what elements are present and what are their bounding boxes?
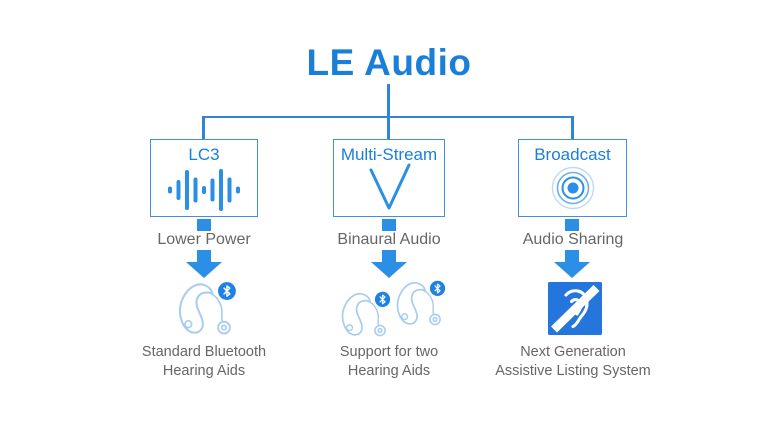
lc3-down-arrow-icon [186, 250, 222, 278]
lc3-caption: Standard Bluetooth Hearing Aids [84, 343, 324, 381]
broadcast-connector-stub [565, 219, 579, 231]
lc3-connector-stub [197, 219, 211, 231]
multistream-caption: Support for two Hearing Aids [269, 343, 509, 381]
broadcast-caption-line2: Assistive Listing System [495, 363, 651, 379]
two-hearing-aids-bluetooth-icon [341, 291, 391, 337]
broadcast-waves-icon [551, 166, 595, 210]
lc3-caption-line2: Hearing Aids [162, 363, 246, 379]
broadcast-caption-line1: Next Generation [520, 344, 626, 360]
two-hearing-aids-bluetooth-icon [396, 280, 446, 326]
title-stem-line [387, 84, 390, 118]
multi-stream-v-icon [369, 163, 411, 210]
broadcast-caption: Next Generation Assistive Listing System [453, 343, 693, 381]
multistream-box: Multi-Stream [333, 139, 445, 217]
diagram-title: LE Audio [306, 42, 472, 83]
broadcast-drop-line [571, 116, 574, 140]
lc3-box: LC3 [150, 139, 258, 217]
bluetooth-icon [374, 291, 391, 308]
lc3-box-label: LC3 [188, 145, 220, 164]
bluetooth-icon [429, 280, 446, 297]
multistream-caption-line2: Hearing Aids [347, 363, 431, 379]
broadcast-benefit-label: Audio Sharing [522, 231, 624, 248]
broadcast-down-arrow-icon [554, 250, 590, 278]
multistream-connector-stub [382, 219, 396, 231]
multistream-drop-line [387, 116, 390, 140]
multistream-box-label: Multi-Stream [340, 145, 438, 164]
broadcast-box-label: Broadcast [534, 145, 611, 164]
multistream-benefit-label: Binaural Audio [337, 231, 441, 248]
multistream-down-arrow-icon [371, 250, 407, 278]
lc3-drop-line [202, 116, 205, 140]
lc3-benefit-label: Lower Power [157, 231, 251, 248]
assistive-listening-icon [548, 282, 602, 335]
multistream-caption-line1: Support for two [339, 344, 439, 360]
waveform-icon [168, 169, 240, 211]
bluetooth-icon [218, 282, 236, 300]
lc3-caption-line1: Standard Bluetooth [141, 344, 267, 360]
hearing-aid-bluetooth-icon [178, 282, 236, 335]
